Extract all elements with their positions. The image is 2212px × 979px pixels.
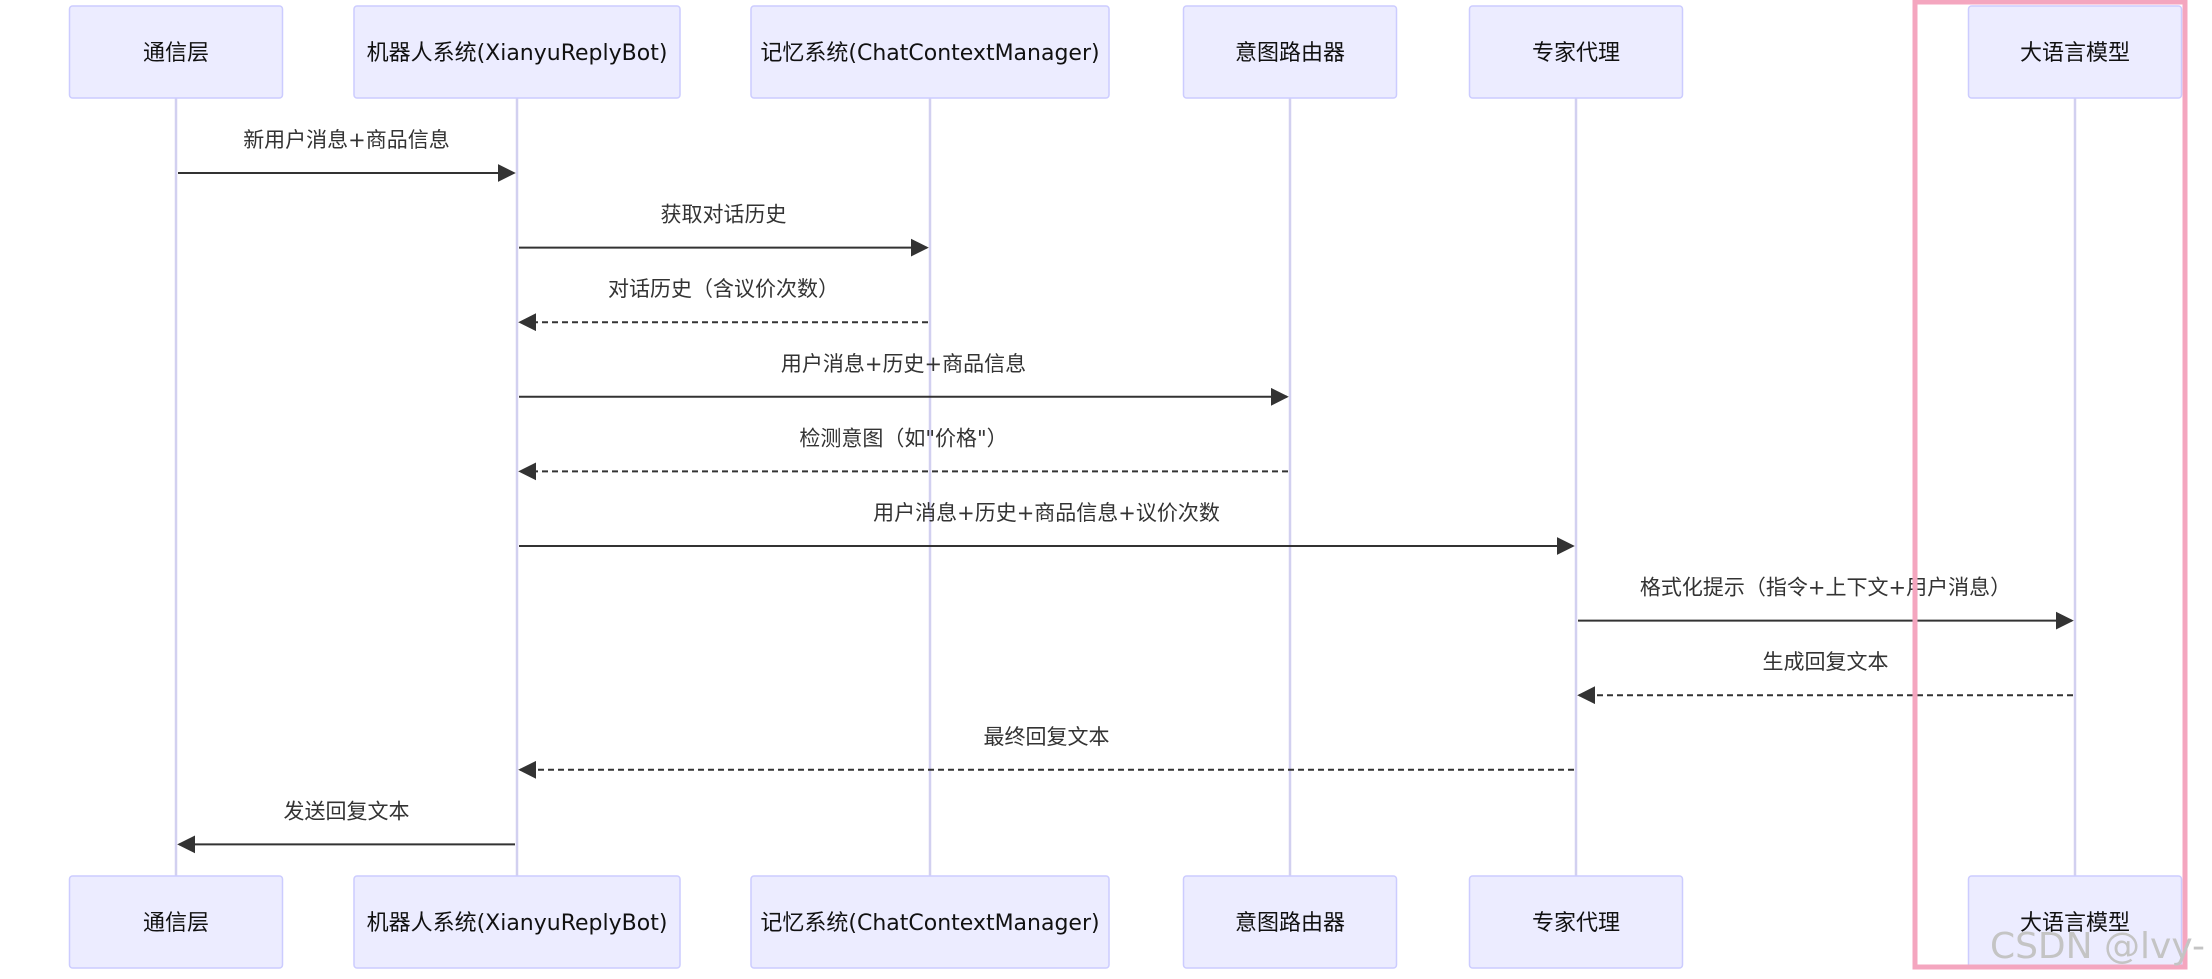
- message-1: 新用户消息+商品信息: [178, 128, 516, 182]
- participant-llm-bottom: 大语言模型: [1967, 875, 2183, 969]
- message-label: 检测意图（如"价格"）: [799, 426, 1007, 450]
- message-label: 获取对话历史: [661, 203, 787, 227]
- participant-label: 大语言模型: [2020, 911, 2130, 936]
- participant-router-bottom: 意图路由器: [1182, 875, 1398, 969]
- participant-box: [1182, 875, 1398, 969]
- message-7: 格式化提示（指令+上下文+用户消息）: [1578, 576, 2074, 630]
- participant-label: 记忆系统(ChatContextManager): [760, 41, 1099, 66]
- message-label: 新用户消息+商品信息: [243, 128, 450, 152]
- participant-box: [353, 875, 681, 969]
- participant-label: 意图路由器: [1235, 41, 1345, 66]
- participant-label: 机器人系统(XianyuReplyBot): [367, 41, 668, 66]
- participant-comm-top: 通信层: [68, 5, 284, 99]
- message-label: 最终回复文本: [984, 725, 1110, 749]
- message-label: 生成回复文本: [1763, 650, 1889, 674]
- participant-label: 通信层: [143, 911, 209, 936]
- participant-memory-bottom: 记忆系统(ChatContextManager): [750, 875, 1110, 969]
- participant-label: 意图路由器: [1235, 911, 1345, 936]
- participant-memory-top: 记忆系统(ChatContextManager): [750, 5, 1110, 99]
- participant-box: [1182, 5, 1398, 99]
- participant-bot-bottom: 机器人系统(XianyuReplyBot): [353, 875, 681, 969]
- participant-expert-top: 专家代理: [1468, 5, 1684, 99]
- participant-router-top: 意图路由器: [1182, 5, 1398, 99]
- message-label: 格式化提示（指令+上下文+用户消息）: [1640, 576, 2011, 600]
- message-5: 检测意图（如"价格"）: [518, 426, 1288, 481]
- participant-box: [1967, 5, 2183, 99]
- message-label: 发送回复文本: [284, 799, 410, 823]
- participant-comm-bottom: 通信层: [68, 875, 284, 969]
- participant-box: [68, 875, 284, 969]
- participant-label: 专家代理: [1532, 911, 1620, 936]
- participant-box: [68, 5, 284, 99]
- participant-llm-top: 大语言模型: [1967, 5, 2183, 99]
- message-label: 对话历史（含议价次数）: [608, 277, 839, 301]
- participant-box: [1468, 5, 1684, 99]
- participant-label: 大语言模型: [2020, 41, 2130, 66]
- message-label: 用户消息+历史+商品信息: [781, 352, 1026, 376]
- participant-label: 专家代理: [1532, 41, 1620, 66]
- message-2: 获取对话历史: [519, 203, 929, 257]
- watermark-text: CSDN @lvy-: [1990, 926, 2205, 967]
- participant-bot-top: 机器人系统(XianyuReplyBot): [353, 5, 681, 99]
- participant-expert-bottom: 专家代理: [1468, 875, 1684, 969]
- participant-box: [353, 5, 681, 99]
- message-10: 发送回复文本: [177, 799, 515, 854]
- message-6: 用户消息+历史+商品信息+议价次数: [519, 501, 1575, 555]
- participant-label: 通信层: [143, 41, 209, 66]
- participant-box: [750, 875, 1110, 969]
- participant-box: [1468, 875, 1684, 969]
- highlight-frame: [1912, 0, 2188, 970]
- participant-label: 机器人系统(XianyuReplyBot): [367, 911, 668, 936]
- message-3: 对话历史（含议价次数）: [518, 277, 928, 332]
- participant-box: [750, 5, 1110, 99]
- participant-label: 记忆系统(ChatContextManager): [760, 911, 1099, 936]
- message-8: 生成回复文本: [1577, 650, 2073, 705]
- message-9: 最终回复文本: [518, 725, 1574, 779]
- message-label: 用户消息+历史+商品信息+议价次数: [873, 501, 1220, 525]
- message-4: 用户消息+历史+商品信息: [519, 352, 1289, 406]
